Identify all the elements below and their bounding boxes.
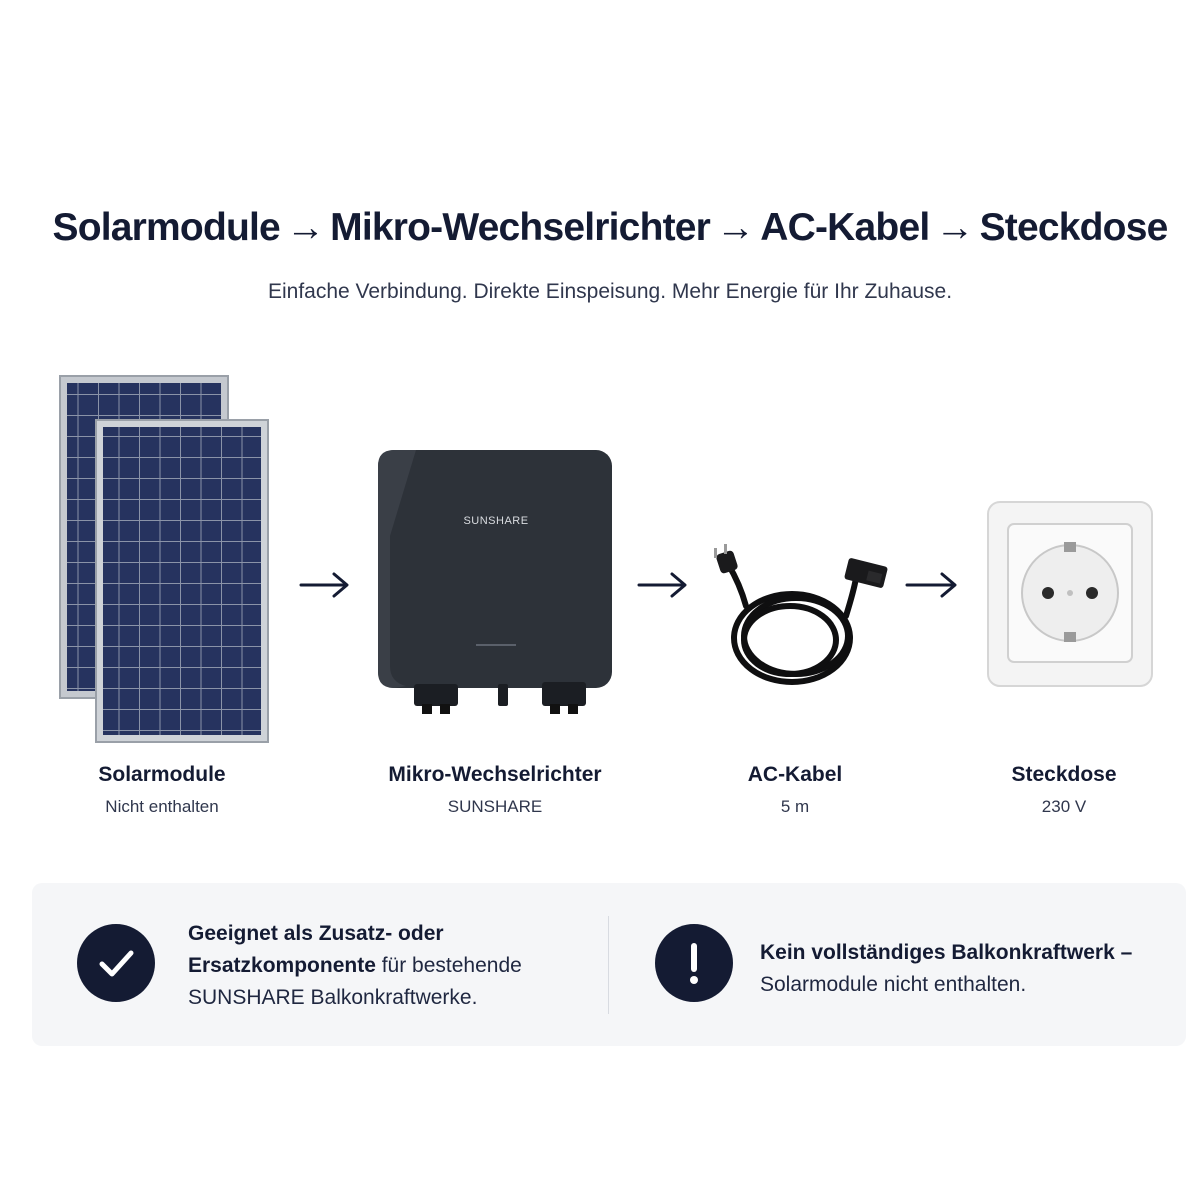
headline-arrow: →	[935, 206, 974, 249]
component-caption-cable: AC-Kabel 5 m	[645, 763, 945, 817]
check-icon	[99, 950, 134, 977]
component-title: AC-Kabel	[747, 763, 843, 786]
inverter-brand-label: SUNSHARE	[463, 515, 528, 527]
note-compatible-bold: Geeignet als Zusatz- oder Ersatzkomponen…	[188, 922, 444, 977]
inverter-image: SUNSHARE	[378, 450, 612, 714]
component-title: Steckdose	[1011, 763, 1117, 786]
note-compatible-text: für bestehende SUNSHARE Balkonkraftwerke…	[188, 954, 522, 1009]
component-caption-inverter: Mikro-Wechselrichter SUNSHARE	[345, 763, 645, 817]
socket-image	[987, 501, 1153, 687]
solar-panels-image	[59, 375, 269, 743]
warning-badge	[655, 924, 733, 1002]
component-title: Mikro-Wechselrichter	[388, 763, 602, 786]
component-title: Solarmodule	[98, 763, 226, 786]
component-subtitle: SUNSHARE	[447, 797, 543, 816]
headline-arrow: →	[716, 206, 755, 249]
note-compatible: Geeignet als Zusatz- oder Ersatzkomponen…	[188, 918, 588, 1014]
headline-step-solar: Solarmodule	[52, 206, 281, 249]
flow-arrow-icon	[299, 572, 349, 598]
flow-arrow-icon	[905, 572, 957, 598]
check-badge	[77, 924, 155, 1002]
headline: Solarmodule→Mikro-Wechselrichter→AC-Kabe…	[0, 206, 1200, 250]
ac-cable-image	[714, 544, 888, 685]
component-subtitle: 5 m	[780, 797, 810, 816]
headline-step-cable: AC-Kabel	[760, 206, 930, 249]
headline-step-inverter: Mikro-Wechselrichter	[330, 206, 711, 249]
note-not-complete-text: Solarmodule nicht enthalten.	[760, 973, 1027, 996]
note-not-complete-bold: Kein vollständiges Balkonkraftwerk –	[760, 941, 1133, 964]
subtitle: Einfache Verbindung. Direkte Einspeisung…	[267, 280, 953, 303]
component-caption-socket: Steckdose 230 V	[914, 763, 1200, 817]
exclamation-icon	[690, 943, 698, 984]
info-panel	[32, 883, 1186, 1046]
flow-arrow-icon	[637, 572, 687, 598]
headline-arrow: →	[285, 206, 325, 249]
headline-step-socket: Steckdose	[979, 206, 1169, 249]
info-divider	[608, 916, 609, 1014]
note-not-complete: Kein vollständiges Balkonkraftwerk – Sol…	[760, 937, 1170, 1001]
component-subtitle: Nicht enthalten	[105, 797, 219, 816]
component-caption-solar: Solarmodule Nicht enthalten	[12, 763, 312, 817]
component-subtitle: 230 V	[1041, 797, 1087, 816]
